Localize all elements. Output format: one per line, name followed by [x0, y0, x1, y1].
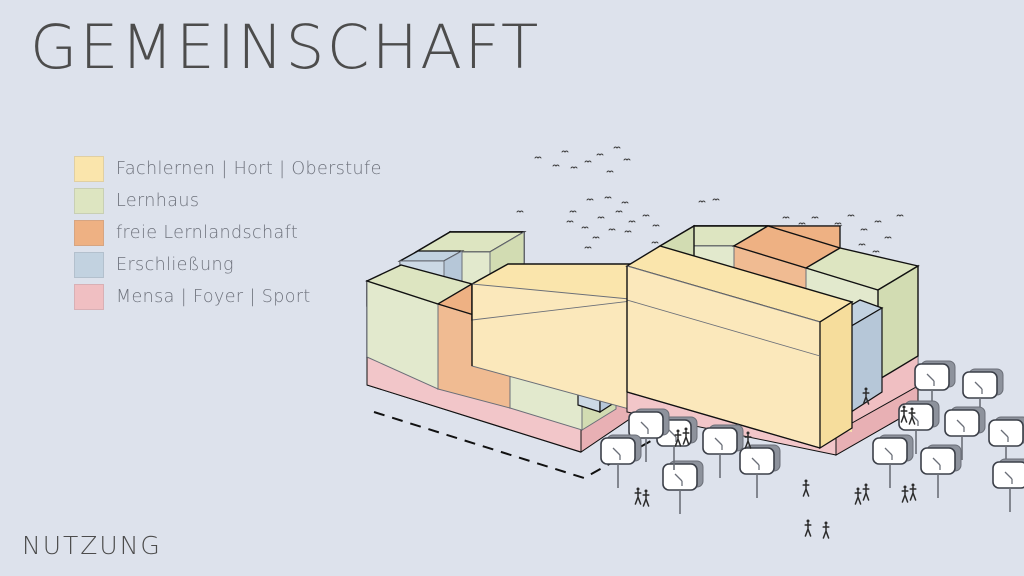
volume-fachlernen-hort-oberstufe-left [471, 263, 641, 413]
legend-label-erschliessung: Erschließung [116, 255, 234, 275]
legend-item-mensa-foyer-sport[interactable]: Mensa | Foyer | Sport [74, 281, 382, 313]
legend-swatch-mensa-foyer-sport [74, 284, 104, 310]
legend-swatch-lernhaus [74, 188, 104, 214]
footer-label: NUTZUNG [22, 531, 162, 560]
legend-swatch-freie-lernlandschaft [74, 220, 104, 246]
legend-swatch-fachlernen-hort-oberstufe [74, 156, 104, 182]
legend-item-freie-lernlandschaft[interactable]: freie Lernlandschaft [74, 217, 382, 249]
legend-item-erschliessung[interactable]: Erschließung [74, 249, 382, 281]
legend-item-fachlernen-hort-oberstufe[interactable]: Fachlernen | Hort | Oberstufe [74, 153, 382, 185]
right-wing-massing [625, 224, 920, 456]
legend-label-lernhaus: Lernhaus [116, 191, 200, 211]
page-title: GEMEINSCHAFT [30, 12, 541, 83]
legend: Fachlernen | Hort | Oberstufe Lernhaus f… [74, 153, 382, 313]
legend-item-lernhaus[interactable]: Lernhaus [74, 185, 382, 217]
legend-label-fachlernen-hort-oberstufe: Fachlernen | Hort | Oberstufe [116, 159, 382, 179]
legend-swatch-erschliessung [74, 252, 104, 278]
legend-label-mensa-foyer-sport: Mensa | Foyer | Sport [116, 287, 311, 307]
volume-fachlernen-hort-oberstufe-right [625, 245, 854, 450]
left-wing-massing [365, 230, 641, 453]
legend-label-freie-lernlandschaft: freie Lernlandschaft [116, 223, 299, 243]
